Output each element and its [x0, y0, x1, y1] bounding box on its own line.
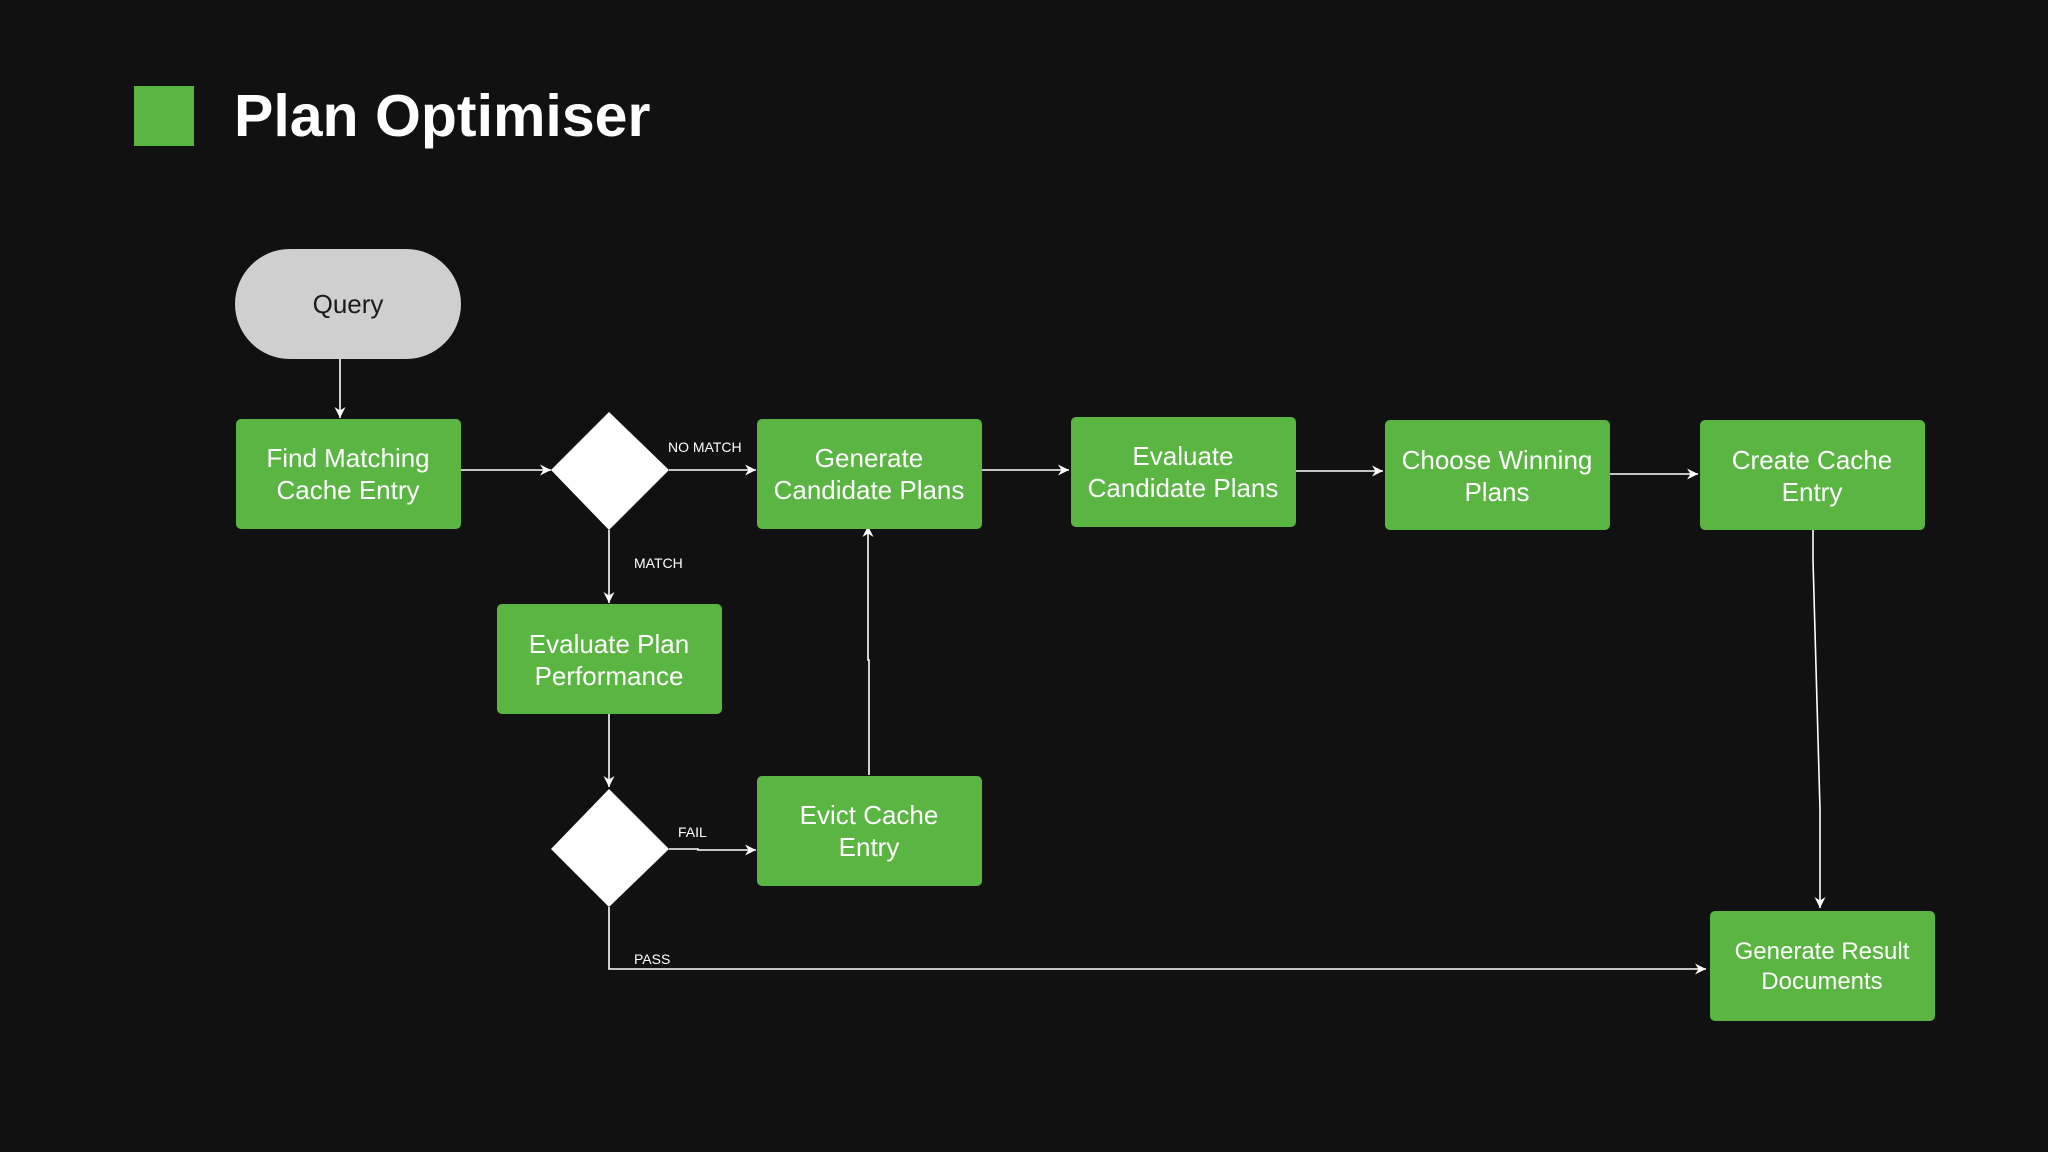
node-find-matching-line-1: Find Matching — [266, 443, 429, 473]
node-generate-candidate-line-2: Candidate Plans — [774, 475, 965, 505]
node-generate-candidate-line-1: Generate — [815, 443, 923, 473]
node-choose-winning-line-2: Plans — [1464, 477, 1529, 507]
decision-plan-performance — [551, 789, 669, 907]
node-evaluate-candidate-line-1: Evaluate — [1132, 441, 1233, 471]
node-evaluate-plan-performance: Evaluate Plan Performance — [497, 604, 722, 714]
node-evaluate-candidate-plans: Evaluate Candidate Plans — [1071, 417, 1296, 527]
edge-label-no-match: NO MATCH — [668, 439, 742, 455]
node-query: Query — [235, 249, 461, 359]
node-generate-candidate-plans: Generate Candidate Plans — [757, 419, 982, 529]
node-generate-result-documents: Generate Result Documents — [1710, 911, 1935, 1021]
node-generate-result-line-2: Documents — [1761, 968, 1882, 995]
edge-labels: NO MATCH MATCH FAIL PASS — [634, 439, 742, 967]
node-create-cache-line-1: Create Cache — [1732, 445, 1892, 475]
node-query-label: Query — [313, 289, 384, 319]
node-evict-cache-entry: Evict Cache Entry — [757, 776, 982, 886]
edges — [334, 359, 1826, 975]
edge-label-fail: FAIL — [678, 824, 707, 840]
node-evaluate-candidate-line-2: Candidate Plans — [1088, 473, 1279, 503]
node-create-cache-entry: Create Cache Entry — [1700, 420, 1925, 530]
node-evaluate-performance-line-2: Performance — [535, 661, 684, 691]
node-create-cache-line-2: Entry — [1782, 477, 1843, 507]
page-title: Plan Optimiser — [234, 83, 651, 149]
node-find-matching-line-2: Cache Entry — [276, 475, 419, 505]
title-accent-square — [134, 86, 194, 146]
edge-evict-to-generate — [862, 526, 874, 775]
decision-cache-match — [551, 412, 669, 530]
node-choose-winning-plans: Choose Winning Plans — [1385, 420, 1610, 530]
edge-pass — [608, 907, 1706, 975]
node-find-matching-cache-entry: Find Matching Cache Entry — [236, 419, 461, 529]
edge-create-to-result — [1812, 529, 1826, 908]
node-generate-result-line-1: Generate Result — [1735, 938, 1910, 965]
node-evaluate-performance-line-1: Evaluate Plan — [529, 629, 689, 659]
edge-label-match: MATCH — [634, 555, 683, 571]
node-evict-cache-line-1: Evict Cache — [800, 800, 939, 830]
node-choose-winning-line-1: Choose Winning — [1402, 445, 1593, 475]
edge-label-pass: PASS — [634, 951, 670, 967]
node-evict-cache-line-2: Entry — [839, 832, 900, 862]
nodes: Query Find Matching Cache Entry Generate… — [235, 249, 1935, 1021]
edge-fail — [669, 844, 756, 856]
